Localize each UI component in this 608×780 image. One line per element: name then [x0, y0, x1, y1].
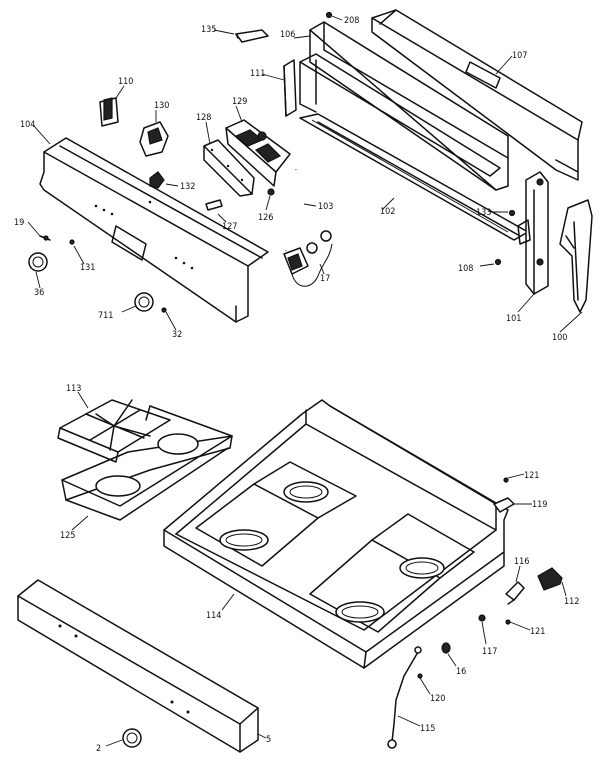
part-32-screw [161, 307, 167, 313]
label-117: 117 [482, 647, 497, 657]
part-116-hinge [505, 581, 525, 605]
part-135-clip [235, 29, 269, 43]
label-121a: 121 [524, 471, 539, 481]
label-16: 16 [456, 667, 466, 677]
label-132: 132 [180, 182, 195, 192]
label-101: 101 [506, 314, 521, 324]
part-113-grate [57, 399, 171, 463]
part-133-screw [508, 209, 516, 217]
part-121-screw-lower [505, 619, 511, 625]
label-127: 127 [222, 222, 237, 232]
label-107: 107 [512, 51, 527, 61]
part-125-drip-pan [61, 405, 233, 521]
label-115: 115 [420, 724, 435, 734]
label-111: 111 [250, 69, 265, 79]
label-102: 102 [380, 207, 395, 217]
label-133: 133 [476, 208, 491, 218]
part-115-rod [387, 646, 422, 749]
part-101-side-channel [517, 171, 549, 295]
label-110: 110 [118, 77, 133, 87]
part-120-fitting [417, 673, 423, 679]
part-129-control-module [225, 119, 291, 187]
label-208: 208 [344, 16, 359, 26]
label-121b: 121 [530, 627, 545, 637]
part-130-switch [139, 121, 169, 157]
part-131-screw [69, 239, 75, 245]
label-19: 19 [14, 218, 24, 228]
label-100: 100 [552, 333, 567, 343]
part-103-hose [282, 169, 302, 251]
part-208-screw [325, 11, 333, 19]
part-36-knob [28, 252, 48, 272]
label-119: 119 [532, 500, 547, 510]
label-108: 108 [458, 264, 473, 274]
part-111-side-bracket [283, 59, 297, 117]
label-32: 32 [172, 330, 182, 340]
callout-labels: 135 208 106 107 111 110 130 129 128 104 … [14, 16, 579, 754]
label-113: 113 [66, 384, 81, 394]
part-127-pin [205, 199, 223, 211]
label-126: 126 [258, 213, 273, 223]
label-5: 5 [266, 735, 271, 745]
part-112-latch [537, 567, 563, 591]
leader-lines [27, 15, 583, 747]
part-128-plate [203, 139, 255, 197]
part-121-screw-upper [503, 477, 509, 483]
label-106: 106 [280, 30, 295, 40]
label-135: 135 [201, 25, 216, 35]
part-106-backguard [299, 21, 509, 191]
part-110-switch [99, 97, 119, 127]
part-114-cooktop [163, 399, 509, 669]
part-16-cap [441, 642, 451, 654]
label-131: 131 [80, 263, 95, 273]
label-2: 2 [96, 744, 101, 754]
part-100-end-cap [559, 199, 593, 313]
label-129: 129 [232, 97, 247, 107]
part-117-nut [478, 614, 486, 622]
part-107-top-trim [371, 9, 583, 181]
label-125: 125 [60, 531, 75, 541]
label-128: 128 [196, 113, 211, 123]
part-108-screw [494, 258, 502, 266]
label-17: 17 [320, 274, 330, 284]
label-116: 116 [514, 557, 529, 567]
label-104: 104 [20, 120, 35, 130]
label-112: 112 [564, 597, 579, 607]
part-17-ignitor [283, 230, 333, 287]
part-19-screw [39, 235, 51, 241]
part-132-knob [149, 171, 165, 189]
part-711-knob [134, 292, 154, 312]
part-126-nut [267, 188, 275, 196]
label-130: 130 [154, 101, 169, 111]
part-5-front-panel [17, 579, 259, 753]
part-2-knob [122, 728, 142, 748]
label-36: 36 [34, 288, 44, 298]
part-104-control-panel [39, 137, 269, 323]
label-103: 103 [318, 202, 333, 212]
label-711: 711 [98, 311, 113, 321]
label-120: 120 [430, 694, 445, 704]
label-114: 114 [206, 611, 221, 621]
